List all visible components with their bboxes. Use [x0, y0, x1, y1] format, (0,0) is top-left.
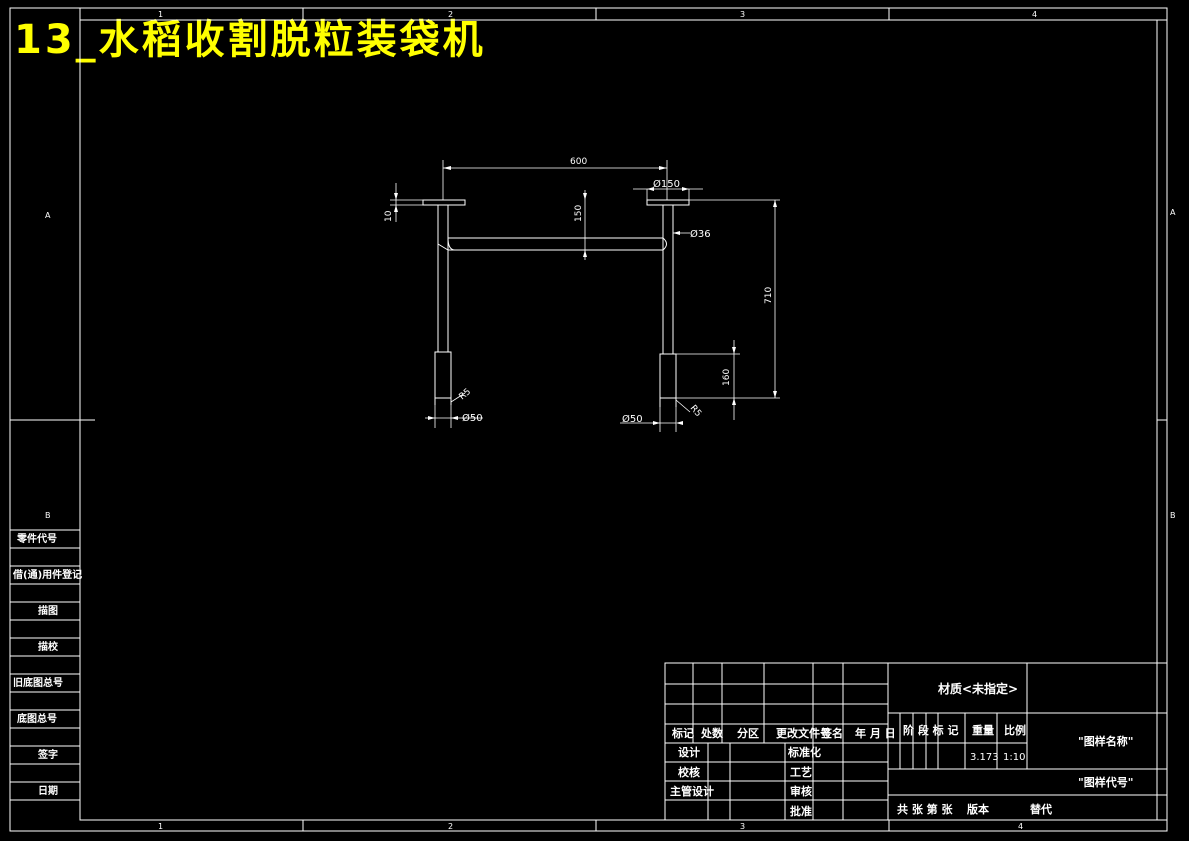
- left-strip-date: 日期: [38, 784, 58, 797]
- outer-border: [9, 7, 1168, 832]
- frame-part-outline: [422, 199, 690, 407]
- stage-mark-label: 阶 段 标 记: [903, 723, 959, 737]
- sign-row-design: 设计: [678, 745, 700, 759]
- sheet-count: 共 张 第 张: [897, 802, 953, 816]
- replaces-label: 替代: [1030, 802, 1052, 816]
- drawing-code: "图样代号": [1078, 775, 1133, 789]
- zone-letter-left-b: B: [45, 511, 51, 520]
- left-strip-old-master: 旧底图总号: [13, 676, 63, 689]
- weight-label: 重量: [972, 723, 994, 737]
- dim-tube-dia-36: Ø36: [690, 228, 711, 240]
- sign-row-review: 审核: [790, 784, 812, 798]
- dim-height-160: 160: [722, 369, 732, 386]
- left-strip-trace-check: 描校: [38, 640, 59, 653]
- dim-flange-dia-150: Ø150: [653, 178, 680, 190]
- dimension-arrows: [394, 166, 777, 425]
- left-strip-tracing: 描图: [38, 604, 58, 617]
- dim-height-710: 710: [764, 287, 774, 304]
- sign-row-approve: 批准: [790, 804, 812, 818]
- rev-header-mark: 标记: [671, 726, 694, 740]
- inner-frame: [79, 19, 1158, 821]
- dim-foot-dia-50-left: Ø50: [462, 412, 483, 424]
- left-strip-borrowed-register: 借(通)用件登记: [12, 568, 82, 581]
- overlay-title: 13_水稻收割脱粒装袋机: [14, 17, 486, 63]
- dim-foot-dia-50-right: Ø50: [622, 413, 643, 425]
- weight-value: 3.173: [970, 752, 999, 763]
- dim-thickness-10: 10: [384, 210, 394, 222]
- zone-number-top-3: 3: [740, 10, 745, 19]
- dim-width-600: 600: [570, 157, 587, 167]
- zone-number-bottom-3: 3: [740, 822, 745, 831]
- sign-row-chief-design: 主管设计: [670, 784, 714, 798]
- sign-row-check: 校核: [678, 765, 700, 779]
- rev-header-count: 处数: [700, 726, 724, 740]
- drawing-name: "图样名称": [1078, 734, 1133, 748]
- zone-letter-left-a: A: [45, 211, 51, 220]
- sign-row-process: 工艺: [790, 765, 812, 779]
- zone-number-top-2: 2: [448, 10, 453, 19]
- rev-header-sign: 签名: [820, 726, 843, 740]
- dim-radius-r5-left: R5: [458, 387, 474, 402]
- rev-header-date: 年 月 日: [855, 726, 896, 740]
- scale-value: 1:10: [1003, 752, 1025, 763]
- left-strip-part-code: 零件代号: [16, 532, 57, 545]
- scale-label: 比例: [1004, 723, 1026, 737]
- dim-height-150: 150: [574, 205, 584, 222]
- zone-letter-right-b: B: [1170, 511, 1176, 520]
- version-label: 版本: [967, 802, 989, 816]
- zone-number-bottom-4: 4: [1018, 822, 1023, 831]
- rev-header-change-doc: 更改文件号: [776, 726, 831, 740]
- zone-letter-right-a: A: [1170, 208, 1176, 217]
- left-strip-table: [10, 529, 80, 801]
- rev-header-zone: 分区: [737, 726, 759, 740]
- dim-radius-r5-right: R5: [688, 404, 703, 420]
- left-strip-signature: 签字: [37, 748, 58, 761]
- left-strip-master-no: 底图总号: [17, 712, 57, 725]
- sign-row-standardization: 标准化: [787, 745, 821, 759]
- zone-dividers: [10, 8, 1167, 831]
- zone-number-top-4: 4: [1032, 10, 1037, 19]
- zone-number-bottom-2: 2: [448, 822, 453, 831]
- title-block-material: 材质<未指定>: [937, 681, 1018, 696]
- title-block-grid: [664, 662, 1168, 821]
- zone-number-top-1: 1: [158, 10, 163, 19]
- zone-number-bottom-1: 1: [158, 822, 163, 831]
